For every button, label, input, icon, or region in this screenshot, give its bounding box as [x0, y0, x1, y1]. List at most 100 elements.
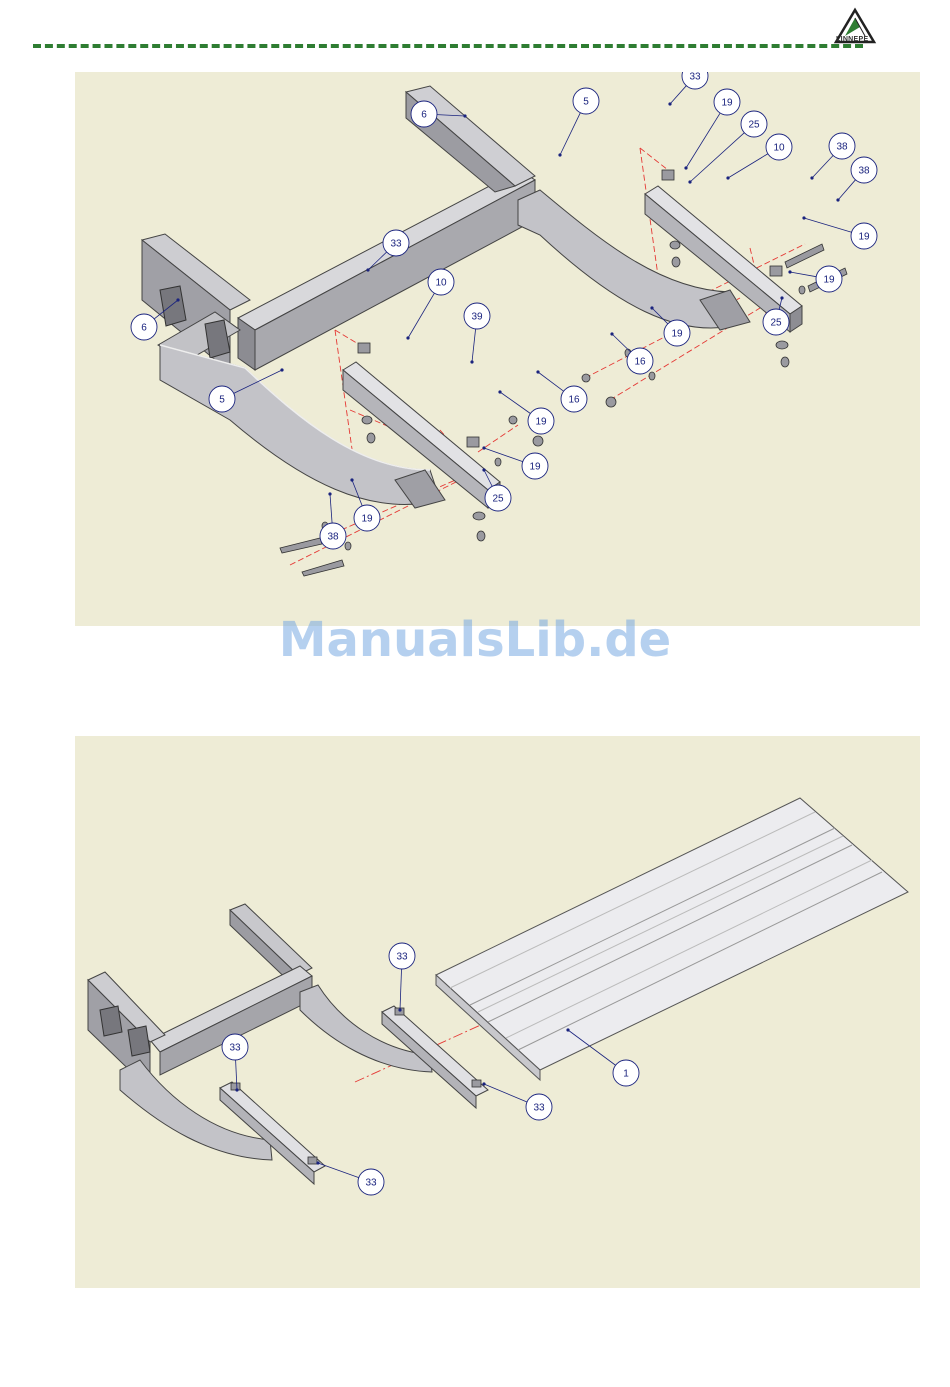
callout-16: 16 — [610, 332, 653, 374]
callout-label: 19 — [858, 232, 870, 243]
callout-38: 38 — [836, 157, 877, 202]
callout-arrow-tip — [836, 198, 839, 201]
callout-leader-line — [400, 969, 402, 1010]
callout-38: 38 — [810, 133, 855, 180]
exploded-view-deck-panel: 33 1 33 33 33 — [75, 736, 920, 1288]
callout-leader-line — [408, 293, 434, 338]
front-mount-block — [142, 234, 250, 372]
callout-label: 5 — [219, 395, 225, 406]
callout-arrow-tip — [810, 176, 813, 179]
callout-label: 1 — [623, 1069, 629, 1080]
callout-leader-line — [690, 133, 744, 182]
callout-33: 33 — [389, 943, 415, 1012]
callout-label: 33 — [689, 72, 701, 83]
exploded-view-frame-assembly: 6 5 33 19 25 10 38 38 19 19 25 19 16 33 10 39 16 19 19 25 19… — [75, 72, 920, 626]
callout-arrow-tip — [802, 216, 805, 219]
callout-label: 6 — [141, 323, 147, 334]
callout-arrow-tip — [280, 368, 283, 371]
callout-arrow-tip — [463, 114, 466, 117]
callout-16: 16 — [536, 370, 587, 412]
frame-assembly-drawing: 6 5 33 19 25 10 38 38 19 19 25 19 16 33 10 39 16 19 19 25 19… — [75, 72, 920, 626]
callout-leader-line — [538, 372, 564, 391]
callout-arrow-tip — [482, 1082, 485, 1085]
callout-label: 19 — [671, 329, 683, 340]
callout-label: 25 — [492, 494, 504, 505]
callout-arrow-tip — [482, 446, 485, 449]
callout-leader-line — [472, 329, 476, 362]
callout-label: 25 — [770, 318, 782, 329]
callout-label: 33 — [229, 1043, 241, 1054]
callout-25: 25 — [688, 111, 767, 184]
callout-label: 19 — [361, 514, 373, 525]
callout-label: 19 — [535, 417, 547, 428]
callout-33: 33 — [482, 1082, 552, 1120]
callout-33: 33 — [316, 1161, 384, 1195]
callout-label: 16 — [634, 357, 646, 368]
callout-33: 33 — [668, 72, 708, 106]
callout-leader-line — [612, 334, 631, 352]
callout-arrow-tip — [566, 1028, 569, 1031]
callout-39: 39 — [464, 303, 490, 364]
deck-profile-panel — [436, 798, 908, 1080]
callout-label: 38 — [858, 166, 870, 177]
callout-leader-line — [670, 86, 686, 104]
callout-leader-line — [330, 494, 332, 523]
callout-arrow-tip — [610, 332, 613, 335]
callout-5: 5 — [558, 88, 599, 157]
callout-leader-line — [728, 154, 768, 178]
callout-19: 19 — [498, 390, 554, 434]
callout-leader-line — [790, 272, 816, 277]
callout-arrow-tip — [650, 306, 653, 309]
callout-leader-line — [484, 448, 523, 462]
callout-arrow-tip — [398, 1008, 401, 1011]
callout-19: 19 — [802, 216, 877, 249]
header-dashed-rule — [33, 44, 863, 48]
callout-arrow-tip — [668, 102, 671, 105]
callout-arrow-tip — [470, 360, 473, 363]
callout-arrow-tip — [498, 390, 501, 393]
callout-leader-line — [838, 180, 855, 200]
callout-label: 38 — [836, 142, 848, 153]
callout-leader-line — [318, 1163, 359, 1178]
watermark: ManualsLib.de — [0, 612, 950, 668]
callout-arrow-tip — [366, 268, 369, 271]
callout-arrow-tip — [316, 1161, 319, 1164]
callout-label: 33 — [390, 239, 402, 250]
callout-arrow-tip — [780, 296, 783, 299]
callout-label: 25 — [748, 120, 760, 131]
callout-label: 6 — [421, 110, 427, 121]
callout-label: 33 — [533, 1103, 545, 1114]
callout-leader-line — [500, 392, 530, 413]
callout-label: 33 — [396, 952, 408, 963]
callout-label: 39 — [471, 312, 483, 323]
callout-19: 19 — [684, 89, 740, 170]
callout-arrow-tip — [176, 298, 179, 301]
callout-arrow-tip — [558, 153, 561, 156]
callout-label: 38 — [327, 532, 339, 543]
callout-10: 10 — [726, 134, 792, 180]
deck-panel-drawing: 33 1 33 33 33 — [75, 736, 920, 1288]
callout-label: 16 — [568, 395, 580, 406]
callout-label: 33 — [365, 1178, 377, 1189]
callout-label: 10 — [773, 143, 785, 154]
callout-arrow-tip — [536, 370, 539, 373]
callout-arrow-tip — [688, 180, 691, 183]
callout-arrow-tip — [328, 492, 331, 495]
callout-38: 38 — [320, 492, 346, 549]
callout-arrow-tip — [482, 468, 485, 471]
callout-arrow-tip — [406, 336, 409, 339]
callout-leader-line — [804, 218, 852, 232]
callout-label: 19 — [823, 275, 835, 286]
callout-19: 19 — [482, 446, 548, 479]
callout-label: 5 — [583, 97, 589, 108]
callout-label: 10 — [435, 278, 447, 289]
callout-arrow-tip — [684, 166, 687, 169]
logo-text: LINNEPE — [836, 36, 868, 43]
callout-label: 19 — [529, 462, 541, 473]
callout-arrow-tip — [350, 478, 353, 481]
callout-arrow-tip — [726, 176, 729, 179]
crossbeam — [238, 170, 535, 370]
callout-arrow-tip — [235, 1088, 238, 1091]
callout-label: 19 — [721, 98, 733, 109]
callout-leader-line — [812, 155, 833, 178]
